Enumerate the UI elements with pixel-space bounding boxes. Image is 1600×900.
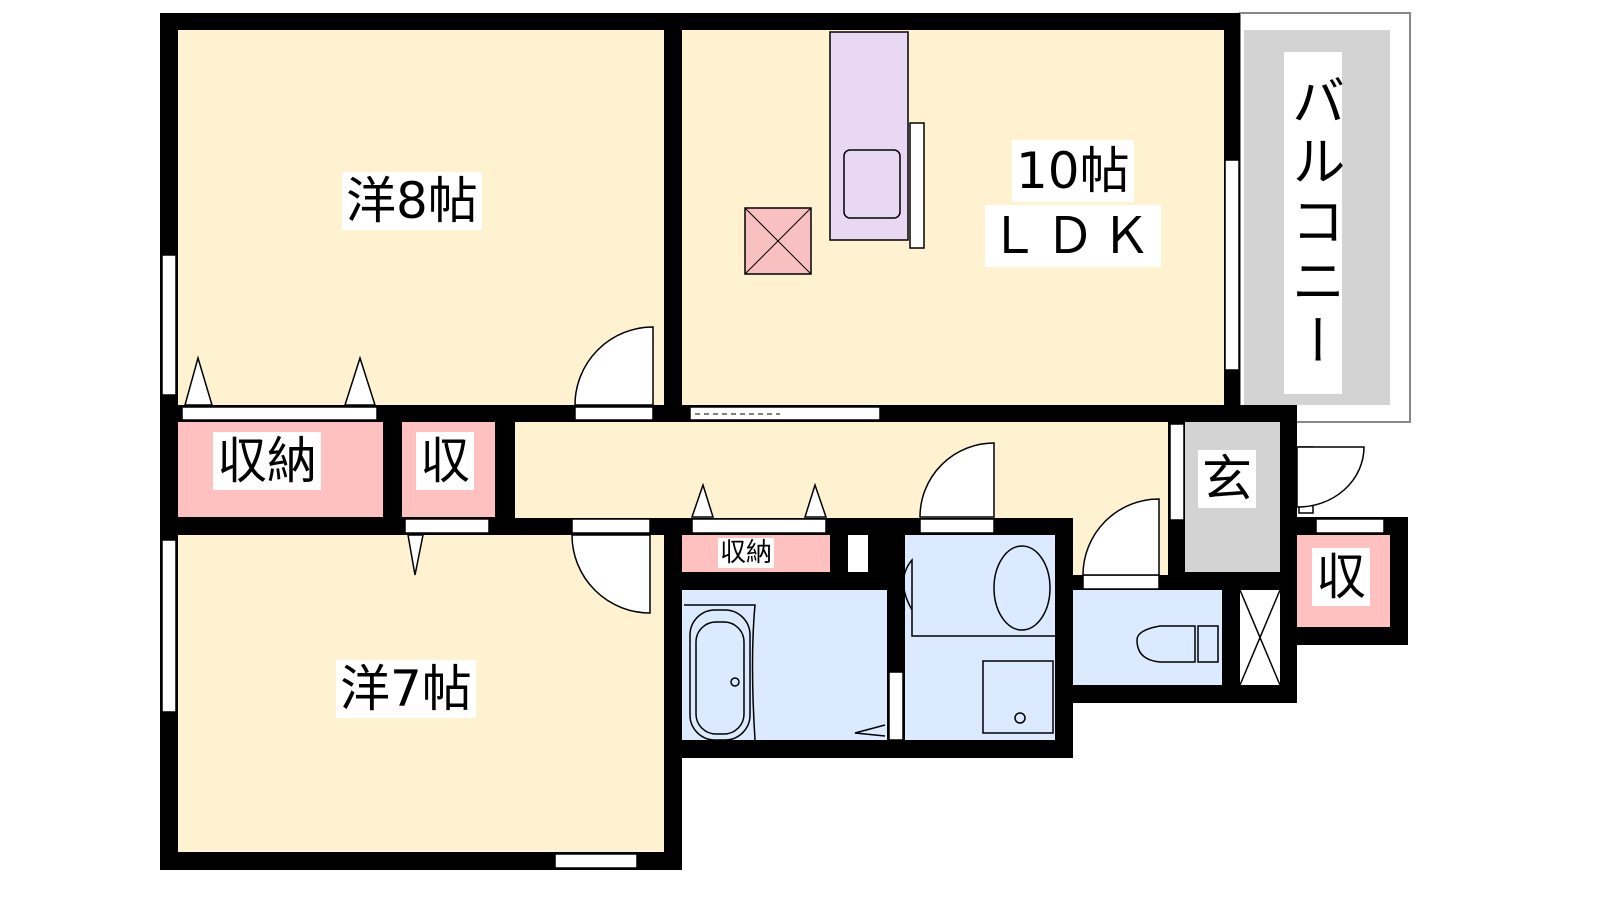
toilet-room [1073, 590, 1222, 685]
washroom [905, 535, 1055, 740]
label-storage-2: 収 [416, 432, 474, 490]
sink-icon [843, 149, 901, 219]
label-western-7: 洋7帖 [336, 660, 476, 718]
kitchen-counter [829, 31, 909, 241]
label-ldk-size: 10帖 [1012, 140, 1134, 202]
label-storage-1: 収納 [213, 432, 321, 490]
label-ldk: ＬＤＫ [985, 205, 1161, 267]
label-entrance: 玄 [1198, 450, 1256, 508]
label-storage-small: 収納 [718, 538, 775, 568]
label-western-8: 洋8帖 [342, 172, 482, 230]
bathroom [682, 590, 887, 740]
label-storage-right: 収 [1312, 548, 1370, 606]
hallway [515, 422, 1168, 518]
windows [161, 159, 1385, 869]
swing-doors [571, 326, 1365, 614]
shaft [848, 535, 868, 572]
bathtub-icon [684, 604, 886, 741]
toilet-icon [1136, 625, 1219, 663]
label-balcony: バルコニー [1282, 52, 1345, 394]
washbasin-icon [902, 545, 1055, 734]
closet-doors [181, 355, 828, 576]
